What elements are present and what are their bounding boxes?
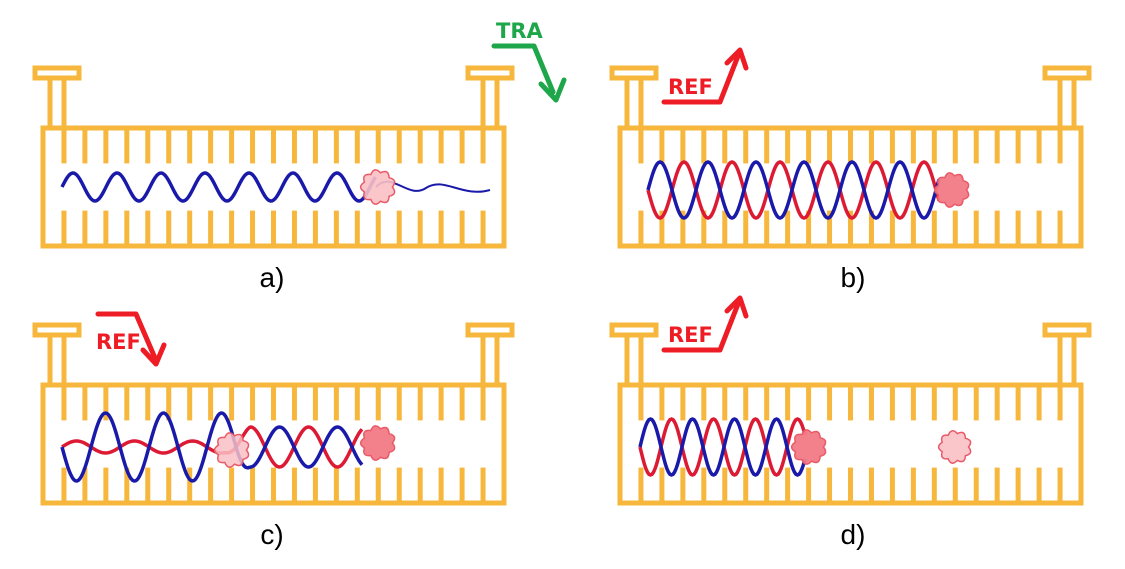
ref-arrow-d-label: REF (668, 323, 713, 347)
panel-d-reflected-wave (638, 417, 807, 477)
caption-a: a) (260, 262, 285, 293)
panel-c-pulse-blob (359, 425, 396, 461)
tra-arrow-line (491, 43, 556, 95)
panel-b-right-post-cap (1042, 65, 1092, 81)
ref-arrow-b-label: REF (668, 75, 713, 99)
panel-b-left-post-cap (609, 65, 659, 81)
panel-d-pulse-blob-faint (937, 430, 972, 464)
ref-arrow-b-head (724, 47, 749, 71)
ref-arrow-c-line (95, 311, 158, 361)
panel-d-left-post-cap (609, 322, 659, 338)
panel-c (32, 322, 515, 506)
tra-arrow-label: TRA (496, 19, 543, 43)
ref-arrow-b-line (661, 53, 741, 105)
panel-d-pulse-blob (790, 429, 827, 465)
panel-c-reflected-wave (61, 425, 364, 469)
panel-c-left-post-cap (32, 322, 82, 338)
panel-b (609, 65, 1092, 249)
ref-arrow-d: REF (661, 295, 749, 353)
ref-arrow-c-label: REF (96, 330, 141, 354)
ref-arrow-d-line (661, 301, 741, 353)
panel-a-left-post-cap (32, 65, 82, 81)
panel-c-pulse-blob-faint (213, 432, 250, 468)
ref-arrow-d-head (724, 295, 749, 319)
caption-d: d) (841, 519, 866, 550)
panel-d (609, 322, 1092, 506)
ref-arrow-b: REF (661, 47, 749, 105)
panel-b-pulse-blob (933, 172, 970, 208)
ref-arrow-c: REF (95, 311, 167, 367)
tra-arrow: TRA (491, 19, 567, 103)
caption-c: c) (260, 519, 283, 550)
panel-c-probe-wave (60, 411, 364, 483)
panel-a (32, 65, 515, 249)
panel-a-probe-wave (60, 171, 377, 203)
panel-a-right-post-cap (465, 65, 515, 81)
caption-b: b) (841, 262, 866, 293)
tra-arrow-head (538, 77, 567, 103)
panel-d-probe-wave (638, 417, 807, 477)
panel-c-right-post-cap (465, 322, 515, 338)
panel-d-right-post-cap (1042, 322, 1092, 338)
ref-arrow-c-head (140, 342, 167, 367)
panel-b-probe-wave (646, 160, 941, 220)
panel-a-pulse-blob (359, 169, 396, 205)
